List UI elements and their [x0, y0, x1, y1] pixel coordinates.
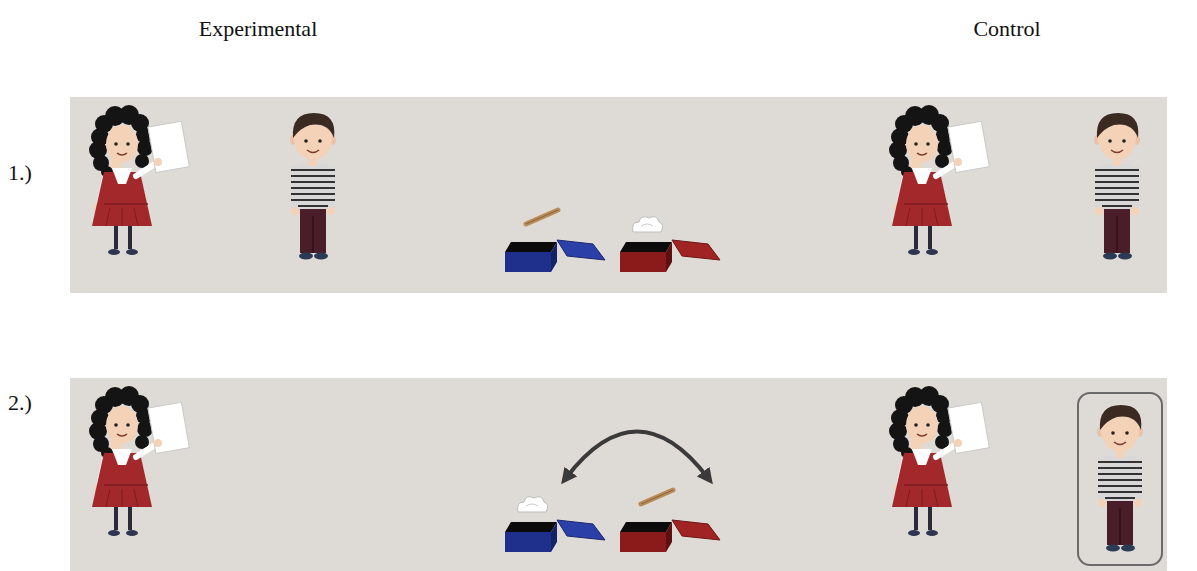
- stick-object: [526, 210, 558, 224]
- tissue-object: [633, 217, 663, 232]
- row-number: 1.): [8, 160, 32, 186]
- girl-figure: [889, 105, 989, 255]
- girl-figure: [89, 105, 189, 255]
- swap-arrow: [566, 432, 708, 479]
- scene-panel: [70, 378, 1167, 571]
- tissue-object: [518, 497, 548, 512]
- red-box: [620, 240, 720, 272]
- girl-figure: [89, 386, 189, 536]
- blue-box: [505, 240, 605, 272]
- absent-frame: [1078, 393, 1162, 565]
- column-heading: Experimental: [199, 16, 318, 42]
- row-number: 2.): [8, 390, 32, 416]
- blue-box: [505, 520, 605, 552]
- girl-figure: [889, 386, 989, 536]
- boy-figure: [1097, 405, 1143, 552]
- boy-figure: [1094, 113, 1140, 260]
- boy-figure: [290, 113, 336, 260]
- stick-object: [641, 490, 673, 504]
- scene-panel: [70, 97, 1167, 293]
- column-heading: Control: [973, 16, 1040, 42]
- red-box: [620, 520, 720, 552]
